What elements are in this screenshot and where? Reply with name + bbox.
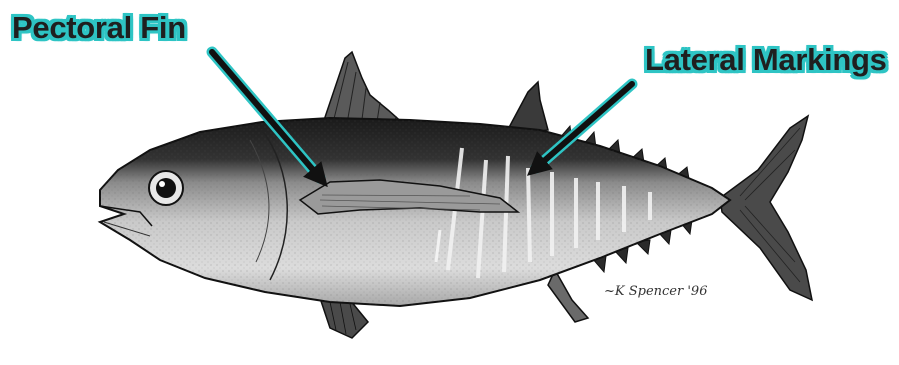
anal-fin [548,270,588,322]
caudal-fin [720,116,812,300]
lateral-markings-label: Lateral Markings [645,42,887,78]
pectoral-fin-label: Pectoral Fin [12,10,186,46]
eye-pupil [156,178,176,198]
artist-signature: ~K Spencer '96 [604,284,707,299]
